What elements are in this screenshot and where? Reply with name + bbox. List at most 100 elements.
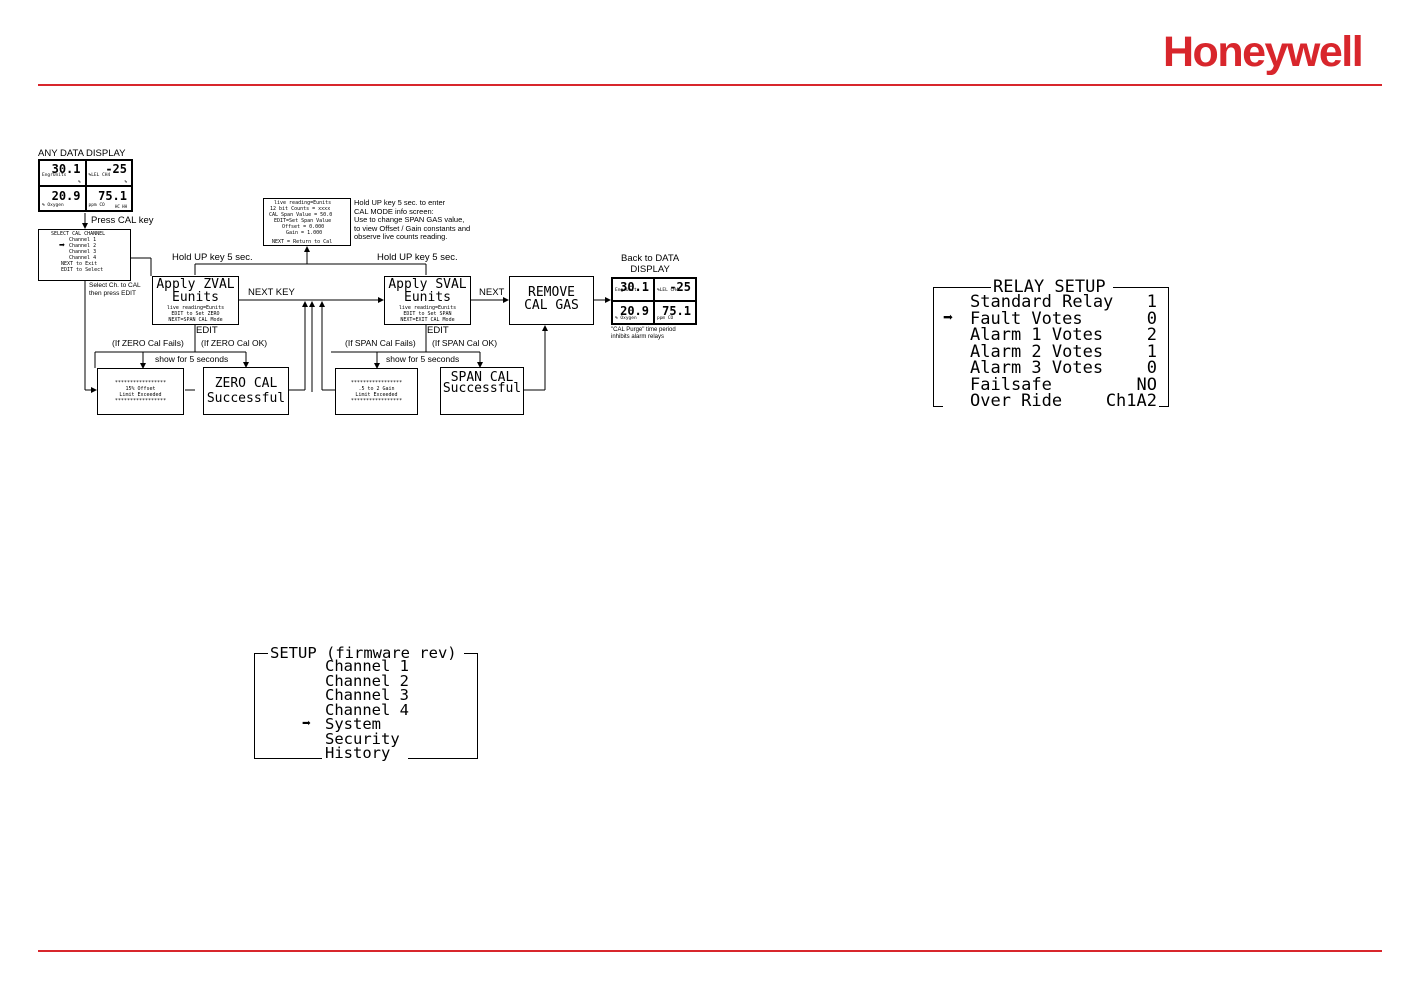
menu-border bbox=[254, 653, 268, 654]
note-line: then press EDIT bbox=[89, 290, 136, 297]
relay-item-standard-relay[interactable]: Standard Relay bbox=[970, 292, 1114, 312]
setup-item-security[interactable]: Security bbox=[325, 729, 400, 748]
info-line: CAL Span Value = 50.0 bbox=[269, 212, 333, 218]
note-line: Hold UP key 5 sec. to enter bbox=[354, 198, 446, 207]
zero-offset-error-screen: ***************** 15% Offset Limit Excee… bbox=[97, 368, 184, 415]
hold-up-label-1: Hold UP key 5 sec. bbox=[172, 252, 253, 263]
menu-border bbox=[408, 758, 478, 759]
reading-sub: % bbox=[78, 178, 81, 184]
reading-unit: ppm CO bbox=[88, 203, 105, 208]
show-5-seconds-label: show for 5 seconds bbox=[155, 354, 229, 364]
reading-value: 30.1 bbox=[620, 280, 649, 294]
menu-border bbox=[477, 653, 478, 759]
error-line: ***************** bbox=[114, 380, 167, 386]
zero-cal-successful-screen: ZERO CAL Successful bbox=[203, 367, 289, 415]
pointer-arrow-icon: ➡ bbox=[59, 242, 65, 249]
error-line: ***************** bbox=[350, 398, 403, 404]
zval-line: EDIT to Set ZERO bbox=[171, 311, 220, 317]
setup-item-channel-1[interactable]: Channel 1 bbox=[325, 657, 409, 675]
any-data-display-label: ANY DATA DISPLAY bbox=[38, 148, 126, 159]
reading-unit: % Oxygen bbox=[42, 203, 64, 208]
error-line: .5 to 2 Gain bbox=[358, 386, 395, 392]
zval-unit: Eunits bbox=[172, 290, 219, 305]
relay-item-value: 2 bbox=[1146, 325, 1157, 345]
remove-line: REMOVE bbox=[528, 285, 575, 300]
relay-item-fault-votes[interactable]: Fault Votes bbox=[970, 308, 1083, 329]
zero-ok-label: (If ZERO Cal OK) bbox=[201, 338, 268, 348]
menu-border bbox=[1168, 287, 1169, 407]
menu-border bbox=[1113, 287, 1169, 288]
hold-up-label-2: Hold UP key 5 sec. bbox=[377, 252, 458, 263]
note-line: "CAL Purge" time period bbox=[611, 327, 676, 333]
setup-item-channel-2[interactable]: Channel 2 bbox=[325, 671, 409, 690]
setup-item-channel-4[interactable]: Channel 4 bbox=[325, 700, 409, 719]
span-fail-label: (If SPAN Cal Fails) bbox=[345, 338, 416, 348]
cal-mode-info-screen: live reading=Eunits 12 bit Counts = xxxx… bbox=[263, 198, 351, 246]
setup-item-system[interactable]: System bbox=[325, 715, 381, 733]
span-cal-successful-screen: SPAN CAL Successful bbox=[440, 367, 524, 415]
cal-channel-line: EDIT to Select bbox=[61, 267, 104, 273]
info-line: 12 bit Counts = xxxx bbox=[270, 206, 331, 212]
relay-item-over-ride[interactable]: Over Ride bbox=[970, 391, 1063, 411]
header-rule bbox=[38, 84, 1382, 86]
reading-value: -25 bbox=[105, 162, 127, 176]
selection-arrow-icon: ➡ bbox=[302, 714, 312, 732]
relay-item-alarm-1-votes[interactable]: Alarm 1 Votes bbox=[970, 325, 1104, 345]
apply-sval-screen: Apply SVAL Eunits live reading=Eunits ED… bbox=[384, 276, 471, 325]
reading-unit: %LEL CH4 bbox=[657, 288, 679, 293]
relay-item-alarm-2-votes[interactable]: Alarm 2 Votes bbox=[970, 341, 1104, 362]
setup-menu: SETUP (firmware rev) Channel 1 Channel 2… bbox=[254, 646, 478, 762]
note-line: DISPLAY bbox=[630, 264, 670, 275]
relay-item-alarm-3-votes[interactable]: Alarm 3 Votes bbox=[970, 358, 1104, 378]
menu-border bbox=[933, 287, 991, 288]
success-line: SPAN CAL bbox=[450, 370, 514, 385]
success-line: Successful bbox=[206, 391, 286, 406]
reading-value: 75.1 bbox=[98, 188, 127, 203]
note-line: inhibits alarm relays bbox=[611, 334, 665, 340]
reading-value: -25 bbox=[669, 280, 691, 294]
zval-title: Apply ZVAL bbox=[156, 277, 235, 292]
error-line: Limit Exceeded bbox=[355, 392, 398, 398]
info-screen-note: Hold UP key 5 sec. to enter CAL MODE inf… bbox=[354, 198, 470, 242]
success-line: ZERO CAL bbox=[214, 376, 278, 391]
cal-channel-line: Channel 4 bbox=[69, 255, 97, 261]
setup-item-history[interactable]: History bbox=[325, 744, 391, 762]
span-gain-error-screen: ***************** .5 to 2 Gain Limit Exc… bbox=[335, 368, 418, 415]
relay-item-value: 1 bbox=[1146, 341, 1157, 362]
reading-unit: % Oxygen bbox=[615, 316, 637, 321]
success-line: Successful bbox=[442, 381, 522, 396]
menu-border bbox=[254, 653, 255, 759]
footer-rule bbox=[38, 950, 1382, 952]
relay-item-failsafe[interactable]: Failsafe bbox=[970, 374, 1052, 395]
reading-unit: %LEL CH4 bbox=[88, 172, 111, 178]
note-line: Back to DATA bbox=[621, 253, 680, 264]
cal-channel-line: NEXT to Exit bbox=[61, 261, 98, 267]
zval-line: NEXT=SPAN CAL Mode bbox=[168, 317, 223, 323]
error-line: Limit Exceeded bbox=[119, 392, 162, 398]
relay-item-value: NO bbox=[1136, 374, 1157, 395]
setup-item-channel-3[interactable]: Channel 3 bbox=[325, 686, 409, 704]
span-ok-label: (If SPAN Cal OK) bbox=[432, 338, 498, 348]
menu-border bbox=[254, 758, 322, 759]
menu-border bbox=[464, 653, 478, 654]
menu-border bbox=[1159, 406, 1169, 407]
sval-line: EDIT to Set SPAN bbox=[403, 311, 452, 317]
cal-channel-line: Channel 1 bbox=[69, 237, 97, 243]
next-key-label: NEXT KEY bbox=[248, 287, 295, 298]
select-cal-channel-screen: SELECT CAL CHANNEL Channel 1 Channel 2 ➡… bbox=[38, 229, 131, 281]
reading-sub: % bbox=[124, 178, 127, 184]
info-line: Offset = 0.000 bbox=[282, 224, 325, 230]
relay-item-value: 0 bbox=[1146, 308, 1157, 329]
info-line: Gain = 1.000 bbox=[286, 230, 323, 236]
error-line: ***************** bbox=[114, 398, 167, 404]
relay-menu-title: RELAY SETUP bbox=[993, 277, 1106, 297]
relay-item-value: Ch1A2 bbox=[1105, 391, 1157, 411]
relay-setup-menu: RELAY SETUP Standard Relay 1 ➡ Fault Vot… bbox=[933, 277, 1169, 411]
reading-unit: EngrUnits bbox=[615, 288, 640, 293]
error-line: 15% Offset bbox=[125, 386, 156, 392]
edit-label-2: EDIT bbox=[427, 325, 449, 336]
note-line: Use to change SPAN GAS value, bbox=[354, 215, 465, 224]
